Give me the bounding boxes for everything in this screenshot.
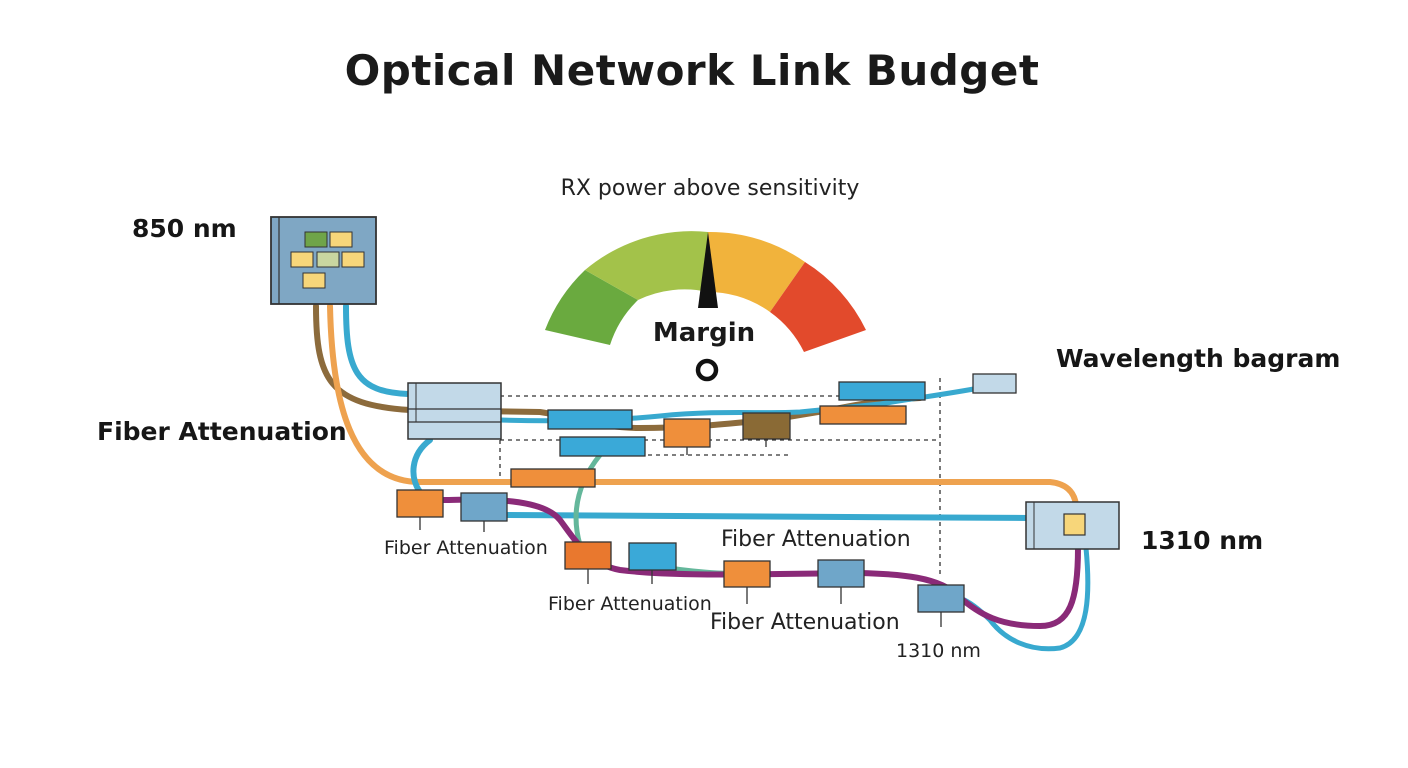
tx-chip [341,251,365,268]
gauge-label-margin: Margin [652,318,756,348]
module-brown [742,412,791,440]
rx-chip [1063,513,1086,536]
tx-chip [304,231,328,248]
module-ticks [419,439,942,627]
tx-chip [316,251,340,268]
gauge-segment-yellow [708,231,805,312]
fiber-cyan-return [957,545,1091,652]
page-title: Optical Network Link Budget [344,46,1040,95]
gauge-segment-green [545,270,638,345]
rx-panel-1310 [1025,501,1120,550]
module-cyan [628,542,677,571]
splitter-body [407,382,502,440]
module-light [972,373,1017,394]
module-orange [510,468,596,488]
module-orange [663,418,711,448]
label-1310-nm-rx: 1310 nm [1141,526,1264,555]
label-fiber-attenuation-main: Fiber Attenuation [97,417,347,446]
gauge-caption: RX power above sensitivity [560,176,860,201]
tx-chip [329,231,353,248]
label-wavelength-diagram: Wavelength bagram [1056,344,1341,373]
label-fiber-attenuation-4: Fiber Attenuation [710,610,900,635]
gauge-needle [698,232,718,308]
fiber-purple [437,496,1081,630]
module-orange [819,405,907,425]
module-steel [817,559,865,588]
label-850-nm: 850 nm [132,214,237,243]
inline-modules [396,373,1017,613]
gauge-segment-red [770,262,866,352]
module-cyan [559,436,646,457]
label-fiber-attenuation-2: Fiber Attenuation [721,527,911,552]
tx-chip [290,251,314,268]
label-fiber-attenuation-3: Fiber Attenuation [548,593,712,615]
module-steel [917,584,965,613]
gauge-pivot [695,358,719,382]
fiber-cyan-upper [343,303,423,397]
module-orange [396,489,444,518]
module-orange [564,541,612,570]
module-steel [460,492,508,522]
margin-gauge [545,231,866,382]
module-orange [723,560,771,588]
fiber-orange [327,303,1079,508]
tx-panel-850 [270,216,377,305]
gauge-segment-lime [585,231,708,300]
fiber-cyan-lower [410,437,1033,521]
module-cyan [547,409,633,430]
module-cyan [838,381,926,401]
tx-chip [302,272,326,289]
label-1310-nm-node: 1310 nm [896,640,981,662]
splitter-block [407,382,502,440]
label-fiber-attenuation-1: Fiber Attenuation [384,537,548,559]
